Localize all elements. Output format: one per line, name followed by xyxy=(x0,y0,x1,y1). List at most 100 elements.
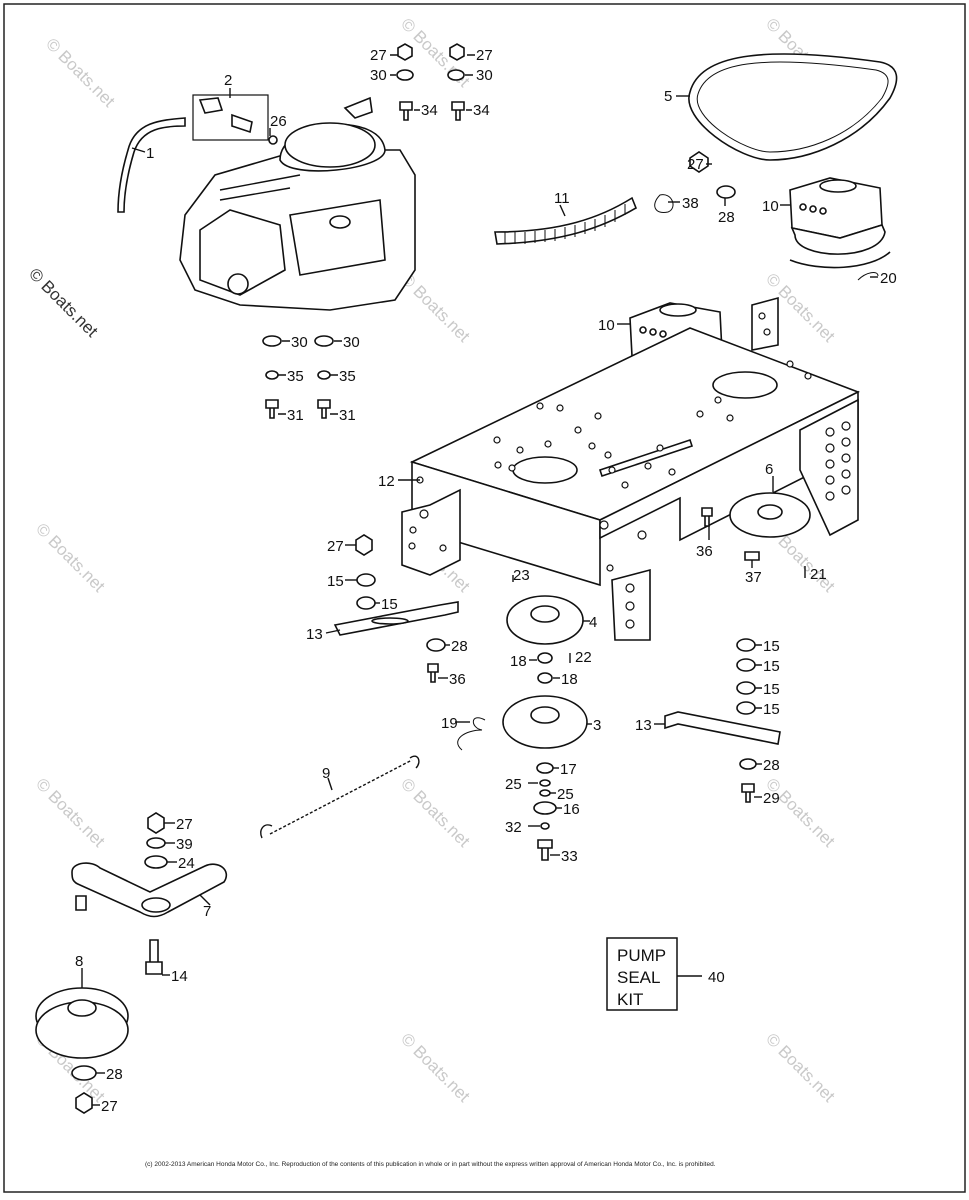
callout-28: 28 xyxy=(718,209,735,226)
spacer-15 xyxy=(356,573,376,587)
pulley-8 xyxy=(35,987,129,1059)
diagram-border xyxy=(3,3,966,1193)
callout-15: 15 xyxy=(763,658,780,675)
washer-28 xyxy=(739,758,757,770)
callout-23: 23 xyxy=(513,567,530,584)
callout-5: 5 xyxy=(664,88,672,105)
callout-25: 25 xyxy=(557,786,574,803)
fasteners-top xyxy=(396,43,465,121)
callout-15: 15 xyxy=(763,701,780,718)
nut-27 xyxy=(75,1092,93,1114)
pulley-4 xyxy=(506,595,584,645)
fitting xyxy=(198,97,253,134)
kit-line-3: KIT xyxy=(617,990,643,1009)
callout-19: 19 xyxy=(441,715,458,732)
callout-11: 11 xyxy=(554,190,570,207)
callout-9: 9 xyxy=(322,765,330,782)
callout-18: 18 xyxy=(561,671,578,688)
watermark: © Boats.net xyxy=(32,519,109,596)
callout-25: 25 xyxy=(505,776,522,793)
callout-labels: 1 2 26 27 27 30 30 34 34 5 27 11 38 28 1… xyxy=(75,47,897,1115)
callout-31: 31 xyxy=(339,407,356,424)
callout-33: 33 xyxy=(561,848,578,865)
leader-lines xyxy=(81,54,878,1106)
collar-18 xyxy=(537,672,553,684)
spacers-right xyxy=(736,638,756,715)
nut xyxy=(689,151,709,173)
engine-illustration xyxy=(179,96,416,311)
pump-upper xyxy=(789,177,891,269)
arm-7 xyxy=(71,862,228,918)
callout-34: 34 xyxy=(421,102,438,119)
callout-27: 27 xyxy=(476,47,493,64)
callout-22: 22 xyxy=(575,649,592,666)
callout-29: 29 xyxy=(763,790,780,807)
callout-30: 30 xyxy=(291,334,308,351)
bolt-29 xyxy=(741,783,755,803)
callout-39: 39 xyxy=(176,836,193,853)
callout-26: 26 xyxy=(270,113,287,130)
callout-1: 1 xyxy=(146,145,154,162)
spring-9 xyxy=(260,755,420,839)
watermark: © Boats.net xyxy=(397,1029,474,1106)
pin xyxy=(857,272,879,281)
callout-35: 35 xyxy=(287,368,304,385)
pump-seal-kit: PUMP SEAL KIT 40 xyxy=(606,937,725,1011)
callout-27: 27 xyxy=(327,538,344,555)
bolt-36 xyxy=(427,663,439,683)
callout-13: 13 xyxy=(635,717,652,734)
callout-27: 27 xyxy=(370,47,387,64)
callout-34: 34 xyxy=(473,102,490,119)
watermark-dark: © Boats.net xyxy=(25,264,102,341)
clip xyxy=(654,194,674,214)
callout-28: 28 xyxy=(451,638,468,655)
pulley-3 xyxy=(502,695,588,749)
callout-2: 2 xyxy=(224,72,232,89)
callout-36: 36 xyxy=(449,671,466,688)
callout-4: 4 xyxy=(589,614,597,631)
callout-37: 37 xyxy=(745,569,762,586)
callout-31: 31 xyxy=(287,407,304,424)
corrugated-hose xyxy=(494,196,637,245)
pulley-6 xyxy=(729,492,811,538)
callout-13: 13 xyxy=(306,626,323,643)
watermark: © Boats.net xyxy=(762,1029,839,1106)
washer-28 xyxy=(426,638,446,652)
callout-38: 38 xyxy=(682,195,699,212)
callout-10: 10 xyxy=(762,198,779,215)
callout-30: 30 xyxy=(370,67,387,84)
callout-14: 14 xyxy=(171,968,188,985)
fasteners-arm xyxy=(144,812,168,869)
callout-20: 20 xyxy=(880,270,897,287)
watermark: © Boats.net xyxy=(397,774,474,851)
callout-21: 21 xyxy=(810,566,827,583)
spring-37 xyxy=(744,551,760,561)
callout-15: 15 xyxy=(381,596,398,613)
callout-16: 16 xyxy=(563,801,580,818)
callout-32: 32 xyxy=(505,819,522,836)
callout-30: 30 xyxy=(476,67,493,84)
watermark: © Boats.net xyxy=(762,774,839,851)
callout-7: 7 xyxy=(203,903,211,920)
washer-28 xyxy=(71,1065,97,1081)
callout-28: 28 xyxy=(106,1066,123,1083)
hose xyxy=(117,117,186,213)
callout-15: 15 xyxy=(763,638,780,655)
stud xyxy=(75,895,87,911)
watermark: © Boats.net xyxy=(42,34,119,111)
o-ring xyxy=(268,135,278,145)
clip-19 xyxy=(457,717,486,751)
callout-36: 36 xyxy=(696,543,713,560)
kit-box xyxy=(606,937,678,1011)
fasteners-engine xyxy=(262,335,334,419)
kit-line-2: SEAL xyxy=(617,968,660,987)
callout-40: 40 xyxy=(708,969,725,986)
nut-27 xyxy=(355,534,373,556)
callout-15: 15 xyxy=(327,573,344,590)
spacer-15 xyxy=(356,596,376,610)
callout-27: 27 xyxy=(101,1098,118,1115)
callout-15: 15 xyxy=(763,681,780,698)
bolt-14 xyxy=(145,939,163,975)
callout-12: 12 xyxy=(378,473,395,490)
